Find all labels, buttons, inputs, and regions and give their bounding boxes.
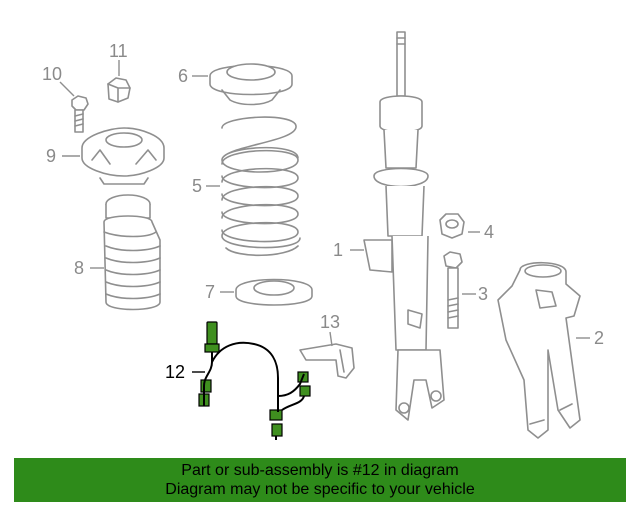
callout-6: 6 [178, 66, 188, 86]
callout-8: 8 [74, 258, 84, 278]
callout-12: 12 [165, 362, 185, 382]
callout-3: 3 [478, 284, 488, 304]
callout-13: 13 [320, 312, 340, 332]
callout-7: 7 [205, 282, 215, 302]
callout-5: 5 [192, 176, 202, 196]
banner-line-part: Part or sub-assembly is #12 in diagram [181, 462, 459, 479]
info-banner: Part or sub-assembly is #12 in diagram D… [14, 458, 626, 502]
callout-10: 10 [42, 64, 62, 84]
leader-13 [329, 331, 333, 347]
part-2-steering-knuckle [497, 261, 581, 439]
callout-1: 1 [333, 240, 343, 260]
part-3-bolt [443, 251, 463, 329]
part-10-bolt [71, 95, 89, 133]
part-11-nut [107, 77, 131, 103]
leader-10 [59, 81, 75, 97]
part-12-wheel-speed-sensor [198, 321, 311, 440]
part-5-coil-spring [221, 116, 301, 257]
callout-4: 4 [484, 222, 494, 242]
banner-line-disclaimer: Diagram may not be specific to your vehi… [165, 481, 475, 498]
part-7-lower-spring-seat [235, 278, 313, 306]
part-1-strut-assembly [363, 31, 445, 421]
part-6-upper-spring-seat [209, 63, 293, 106]
part-8-dust-boot [103, 194, 161, 311]
part-9-strut-mount [81, 127, 165, 185]
callout-2: 2 [594, 328, 604, 348]
part-4-nut [439, 213, 465, 239]
part-13-bracket [299, 343, 355, 379]
callout-9: 9 [46, 146, 56, 166]
callout-11: 11 [109, 41, 128, 61]
